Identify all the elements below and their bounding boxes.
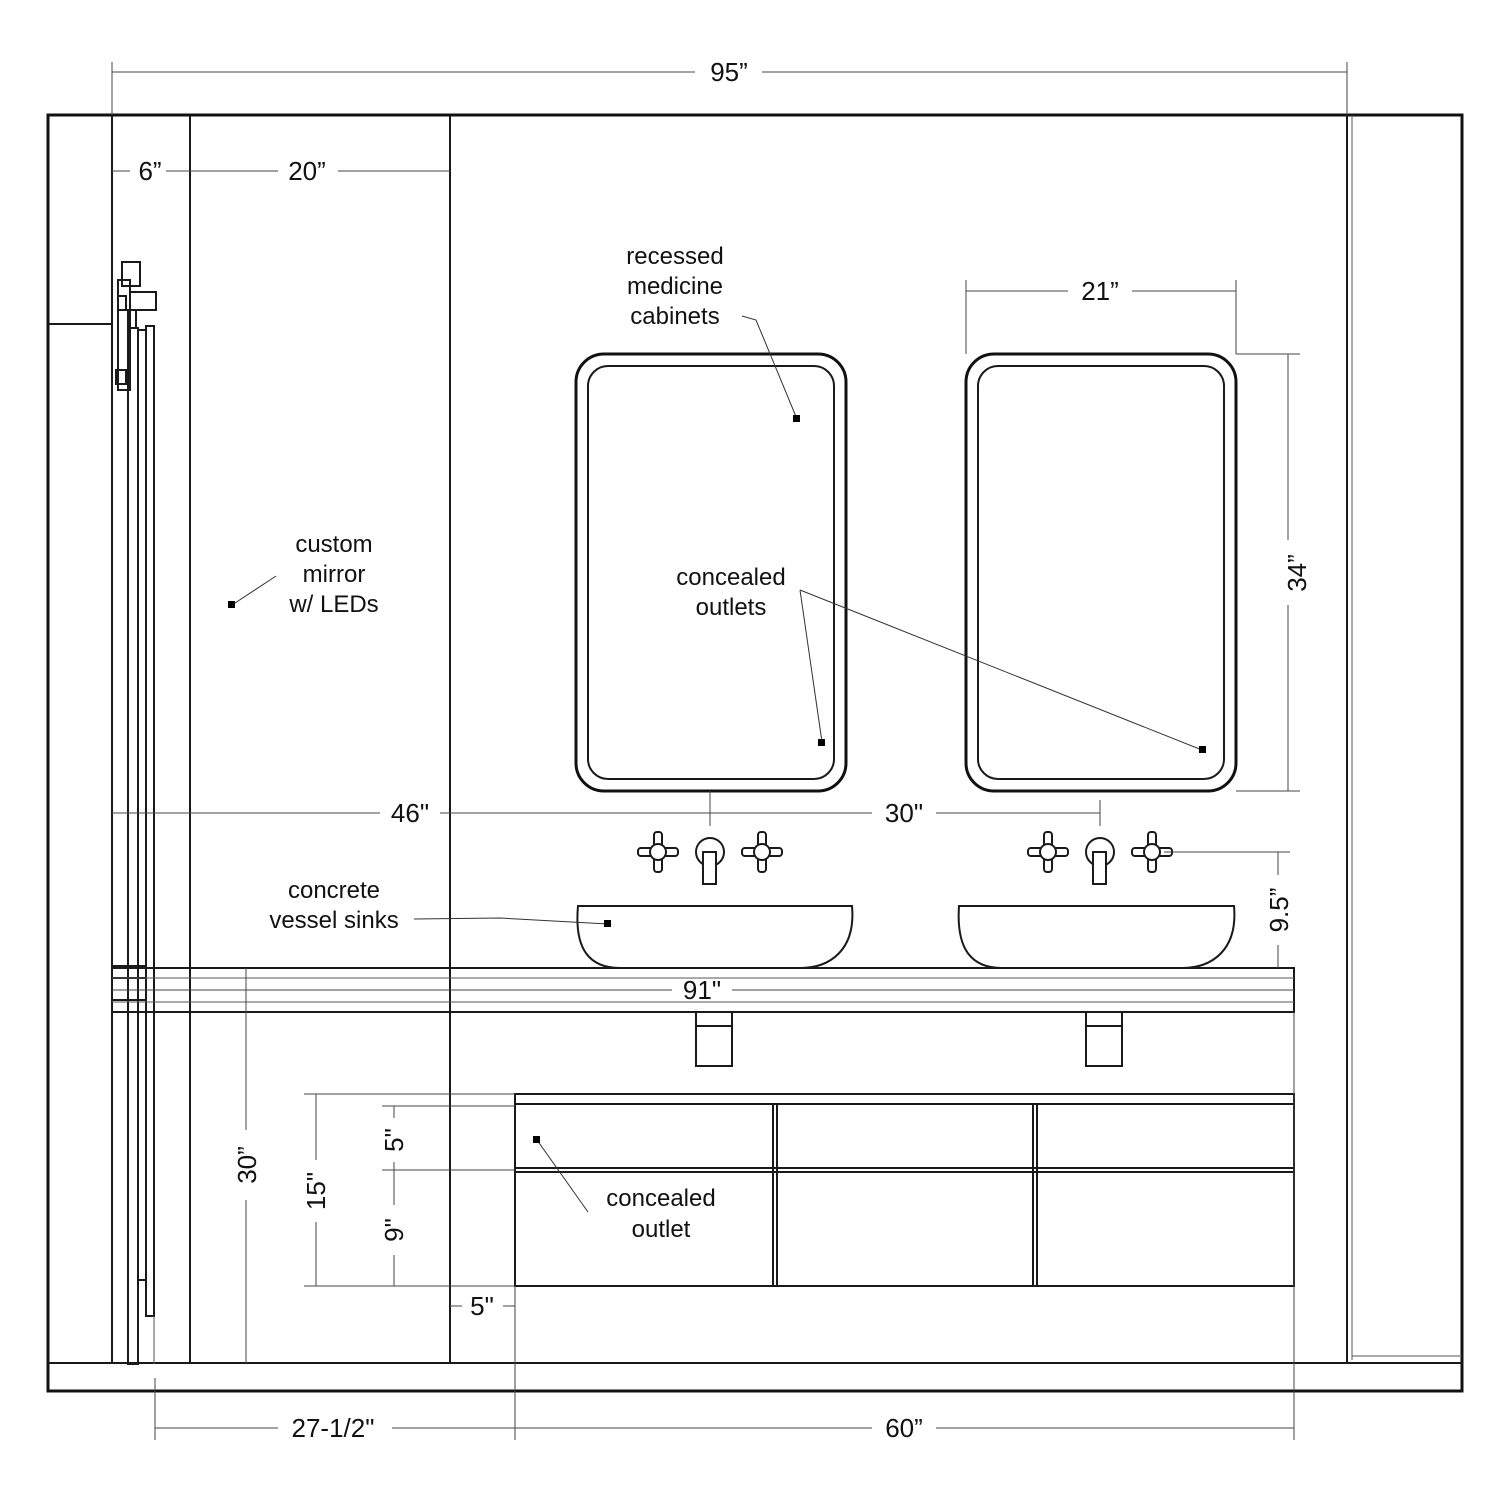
medicine-cabinet-left (574, 352, 848, 793)
shower-door-panel (111, 261, 157, 1365)
dim-cabinet-width: 21” (1081, 276, 1119, 306)
label-medicine-cabinets: recessed medicine cabinets (626, 243, 723, 330)
dim-faucet-height: 9.5” (1264, 888, 1294, 933)
svg-text:w/ LEDs: w/ LEDs (288, 591, 378, 618)
dim-cabinet-height: 34” (1282, 554, 1312, 592)
dim-bottom-drawer: 9" (379, 1218, 409, 1242)
svg-text:outlet: outlet (632, 1216, 691, 1243)
label-mirror: custom mirror w/ LEDs (288, 531, 378, 618)
cross-handle-icon (741, 831, 783, 873)
dim-floor-clearance: 5" (470, 1291, 494, 1321)
drain-left (695, 1011, 733, 1067)
cross-handle-icon (1027, 831, 1069, 873)
dim-cabinet-bottom-height: 30" (885, 798, 923, 828)
dim-vanity-height: 15" (301, 1172, 331, 1210)
svg-text:vessel sinks: vessel sinks (269, 907, 398, 934)
vessel-sink-right (957, 905, 1236, 969)
svg-text:mirror: mirror (303, 561, 366, 588)
dim-counter-height: 30” (232, 1146, 262, 1184)
svg-text:recessed: recessed (626, 243, 723, 270)
annotation-leaders (231, 315, 1203, 1213)
drain-right (1085, 1011, 1123, 1067)
svg-text:cabinets: cabinets (630, 303, 719, 330)
dimension-lines (111, 62, 1348, 1440)
medicine-cabinet-right (964, 352, 1238, 793)
svg-text:concealed: concealed (676, 564, 785, 591)
dim-left-strip: 6” (138, 156, 161, 186)
dim-left-offset: 27-1/2" (292, 1413, 375, 1443)
vessel-sink-left (576, 905, 854, 969)
dim-mirror-height: 46" (391, 798, 429, 828)
svg-text:concealed: concealed (606, 1185, 715, 1212)
svg-text:concrete: concrete (288, 877, 380, 904)
dim-overall-width: 95” (710, 57, 748, 87)
svg-text:custom: custom (295, 531, 372, 558)
svg-text:medicine: medicine (627, 273, 723, 300)
annotation-markers (228, 415, 1206, 1143)
dim-vanity-width: 60” (885, 1413, 923, 1443)
faucet-left (637, 831, 783, 885)
room-outline (46, 113, 1464, 1393)
dim-top-drawer: 5" (379, 1128, 409, 1152)
svg-text:outlets: outlets (696, 594, 767, 621)
label-sinks: concrete vessel sinks (269, 877, 398, 934)
dim-counter-length: 91" (683, 975, 721, 1005)
dim-mirror-panel-width: 20” (288, 156, 326, 186)
label-drawer-outlet: concealed outlet (606, 1185, 715, 1243)
label-outlets: concealed outlets (676, 564, 785, 621)
cross-handle-icon (637, 831, 679, 873)
faucet-right (1027, 831, 1173, 885)
